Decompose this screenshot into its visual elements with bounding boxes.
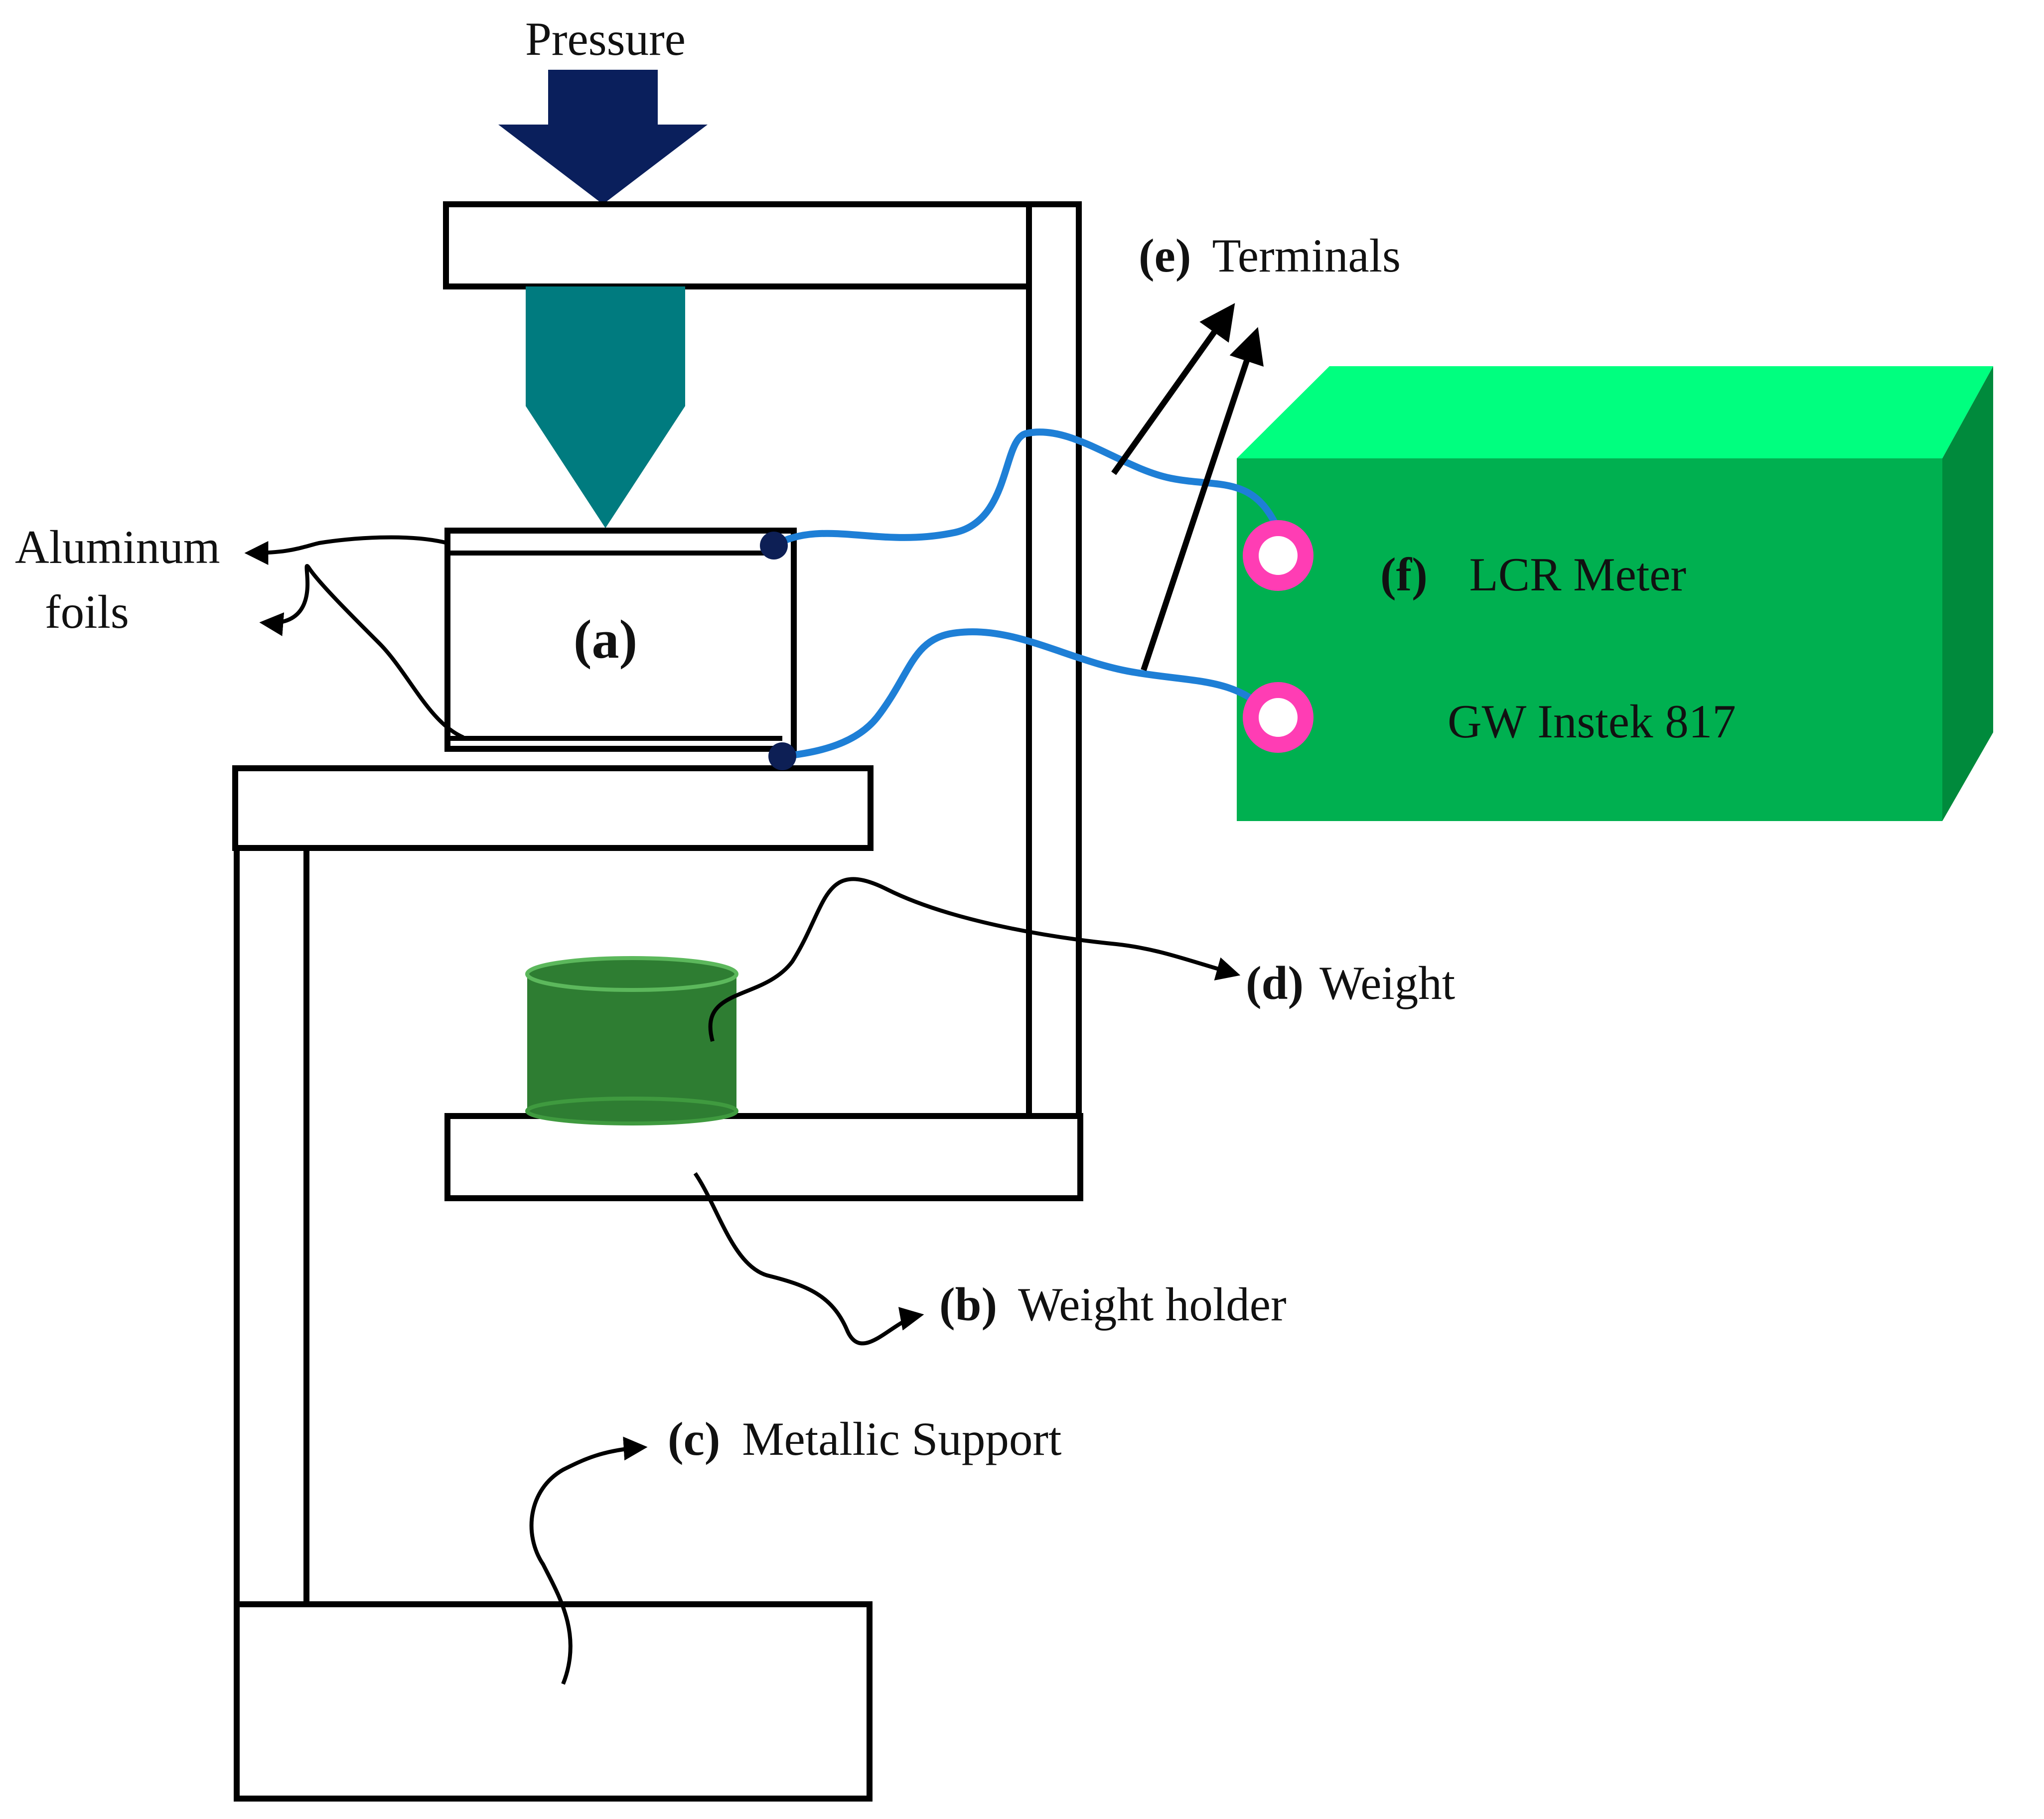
lcr-model-label: GW Instek 817 (1448, 695, 1736, 748)
weight-label: (d) Weight (1246, 957, 1455, 1009)
metallic-support-tag: (c) (668, 1412, 720, 1465)
wire-top (772, 428, 1284, 549)
lcr-meter-label: (f) LCR Meter (1380, 548, 1686, 601)
sample-label: (a) (574, 609, 637, 670)
metallic-support-text: Metallic Support (742, 1412, 1061, 1465)
terminal-ring-top (1243, 520, 1314, 591)
metallic-support-label: (c) Metallic Support (668, 1412, 1061, 1465)
lcr-side-face (1942, 366, 1993, 821)
pressure-arrow (498, 70, 708, 204)
aluminum-foils-pointer-1 (244, 535, 448, 565)
right-column (1026, 201, 1082, 1119)
weight-holder-label: (b) Weight holder (939, 1278, 1287, 1331)
weight-pointer (708, 877, 1241, 1042)
indenter (526, 286, 685, 528)
terminals-text: Terminals (1212, 229, 1401, 282)
weight-cylinder (525, 956, 738, 1125)
terminal-arrow-1 (1111, 303, 1235, 475)
contact-dot-top (760, 532, 788, 560)
weight-tag: (d) (1246, 957, 1304, 1009)
lcr-text: LCR Meter (1469, 548, 1686, 601)
weight-text: Weight (1319, 957, 1455, 1009)
aluminum-foils-label-line1: Aluminum (15, 521, 220, 573)
terminals-tag: (e) (1139, 229, 1191, 282)
weight-holder-plate (444, 1113, 1083, 1201)
terminals-label: (e) Terminals (1139, 229, 1401, 282)
weight-holder-text: Weight holder (1018, 1278, 1286, 1331)
lcr-front-face (1237, 458, 1942, 821)
wire-bottom (782, 628, 1274, 760)
sample-box (444, 528, 797, 752)
pressure-label: Pressure (525, 12, 686, 65)
aluminum-foils-pointer-2 (259, 564, 464, 739)
bottom-base (234, 1601, 873, 1802)
weight-holder-tag: (b) (939, 1278, 997, 1331)
lcr-tag: (f) (1380, 548, 1428, 601)
aluminum-foils-label-line2: foils (45, 585, 129, 638)
base-plate (232, 765, 874, 851)
lcr-meter-box (1237, 366, 1993, 821)
terminal-ring-bottom (1243, 682, 1314, 753)
weight-holder-pointer (693, 1172, 924, 1346)
terminal-arrow-2 (1141, 327, 1264, 671)
metallic-support-pointer (529, 1436, 648, 1685)
left-column (234, 845, 309, 1613)
top-beam (443, 201, 1082, 289)
contact-dot-bottom (768, 742, 796, 770)
lcr-top-face (1237, 366, 1993, 458)
